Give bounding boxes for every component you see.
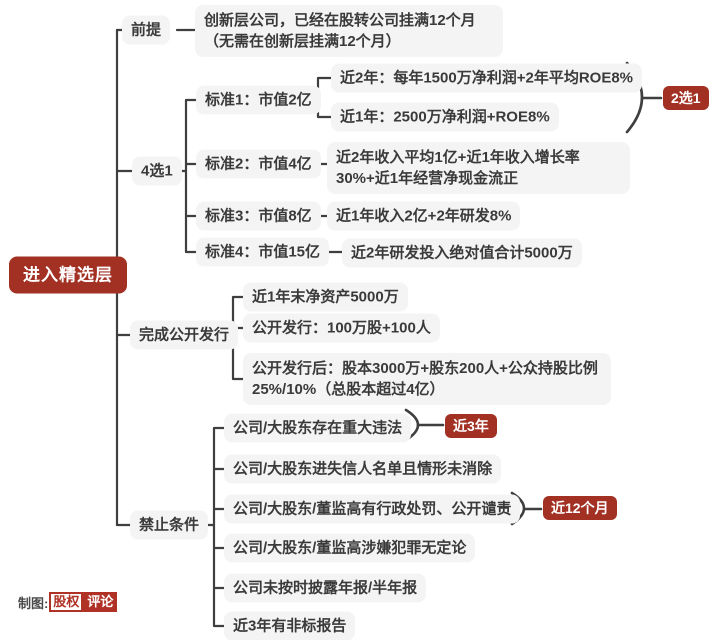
standard4-node: 标准4：市值15亿 — [196, 237, 330, 267]
brand-logo: 股权 评论 — [49, 592, 118, 612]
standard2-detail: 近2年收入平均1亿+近1年收入增长率30%+近1年经营净现金流正 — [327, 142, 630, 194]
prohibition-item-2: 公司/大股东进失信人名单且情形未消除 — [224, 454, 502, 484]
prohibition-item-5: 公司未按时披露年报/半年报 — [224, 573, 427, 603]
prohibition-item-1: 公司/大股东存在重大违法 — [224, 413, 412, 443]
offering-item-1: 近1年末净资产5000万 — [243, 282, 408, 312]
premise-detail: 创新层公司，已经在股转公司挂满12个月（无需在创新层挂满12个月） — [195, 5, 503, 57]
standard1-option2: 近1年：2500万净利润+ROE8% — [331, 102, 559, 132]
badge-recent-12-months: 近12个月 — [543, 496, 617, 520]
prohibition-item-4: 公司/大股东/董监高涉嫌犯罪无定论 — [224, 533, 476, 563]
prohibitions-node: 禁止条件 — [130, 510, 209, 540]
badge-recent-3-years: 近3年 — [445, 414, 497, 438]
brand-logo-right: 评论 — [83, 592, 118, 612]
offering-node: 完成公开发行 — [130, 320, 239, 350]
badge-2of1: 2选1 — [663, 86, 709, 110]
standard4-detail: 近2年研发投入绝对值合计5000万 — [342, 238, 582, 268]
group-4of1-node: 4选1 — [132, 156, 182, 186]
standard1-node: 标准1：市值2亿 — [196, 85, 321, 115]
prohibition-item-6: 近3年有非标报告 — [224, 611, 356, 640]
standard1-option1: 近2年：每年1500万净利润+2年平均ROE8% — [331, 63, 642, 93]
brand-logo-left: 股权 — [49, 592, 84, 612]
offering-item-2: 公开发行：100万股+100人 — [243, 313, 440, 343]
standard3-node: 标准3：市值8亿 — [196, 201, 321, 231]
premise-node: 前提 — [122, 15, 171, 45]
prohibition-item-3: 公司/大股东/董监高有行政处罚、公开谴责 — [224, 494, 521, 524]
offering-item-3: 公开发行后：股本3000万+股东200人+公众持股比例25%/10%（总股本超过… — [243, 353, 611, 405]
footer-credit: 制图: 股权 评论 — [18, 592, 118, 612]
root-node: 进入精选层 — [9, 256, 127, 294]
standard3-detail: 近1年收入2亿+2年研发8% — [327, 201, 521, 231]
standard2-node: 标准2：市值4亿 — [196, 149, 321, 179]
credit-prefix: 制图: — [18, 595, 49, 611]
